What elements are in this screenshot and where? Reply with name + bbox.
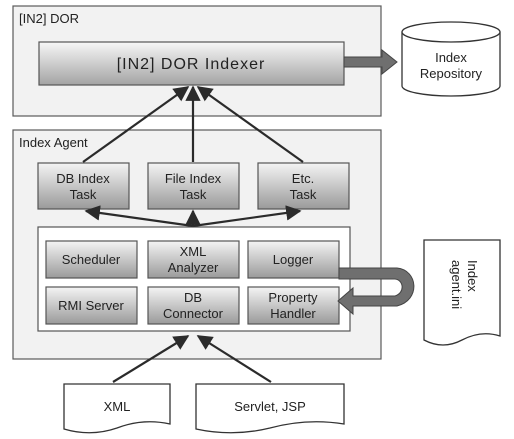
module-rmi-server-label: RMI Server [58,298,124,313]
module-scheduler-label: Scheduler [62,252,121,267]
module-db-connector-line2: Connector [163,306,224,321]
xml-document: XML [63,383,171,434]
etc-task-to-indexer-arrow [196,86,304,163]
indexer-to-repository-arrow [343,48,398,76]
servlet-to-modules-arrow [196,335,272,383]
task-file-index: File Index Task [147,162,240,210]
db-task-to-indexer-arrow [82,86,190,163]
module-xml-analyzer-line2: Analyzer [168,260,219,275]
config-loop-arrow [337,267,415,316]
task-to-indexer-arrows [82,85,304,163]
module-property-handler-line1: Property [268,290,318,305]
xml-to-modules-arrow [112,335,190,383]
module-property-handler-line2: Handler [270,306,316,321]
modules-to-etc-task-arrow [192,205,302,228]
input-arrows [112,335,272,383]
task-db-index-line2: Task [70,187,97,202]
module-logger: Logger [247,240,340,279]
modules-to-task-arrows [84,205,302,228]
agent-ini-line2: agent.ini [449,260,464,309]
task-etc-line2: Task [290,187,317,202]
task-file-index-line1: File Index [165,171,222,186]
agent-ini-line1: Index [465,260,480,292]
module-rmi-server: RMI Server [45,286,138,325]
module-property-handler: Property Handler [247,286,340,325]
repository-line1: Index [435,50,467,65]
index-repository: Index Repository [401,21,501,97]
repository-line2: Repository [420,66,483,81]
task-file-index-line2: Task [180,187,207,202]
module-logger-label: Logger [273,252,314,267]
module-db-connector: DB Connector [147,286,240,325]
servlet-jsp-document: Servlet, JSP [195,383,345,434]
modules-to-db-task-arrow [84,205,194,228]
servlet-jsp-document-label: Servlet, JSP [234,399,306,414]
module-scheduler: Scheduler [45,240,138,279]
dor-indexer-label: [IN2] DOR Indexer [117,56,266,73]
module-xml-analyzer: XML Analyzer [147,240,240,279]
task-etc-line1: Etc. [292,171,314,186]
agent-ini-document: Index agent.ini [423,239,501,346]
module-xml-analyzer-line1: XML [180,244,207,259]
task-db-index-line1: DB Index [56,171,110,186]
dor-indexer: [IN2] DOR Indexer [38,41,345,86]
module-db-connector-line1: DB [184,290,202,305]
index-agent-title: Index Agent [19,135,88,150]
xml-document-label: XML [104,399,131,414]
dor-container-title: [IN2] DOR [19,11,79,26]
task-db-index: DB Index Task [37,162,130,210]
task-etc: Etc. Task [257,162,350,210]
